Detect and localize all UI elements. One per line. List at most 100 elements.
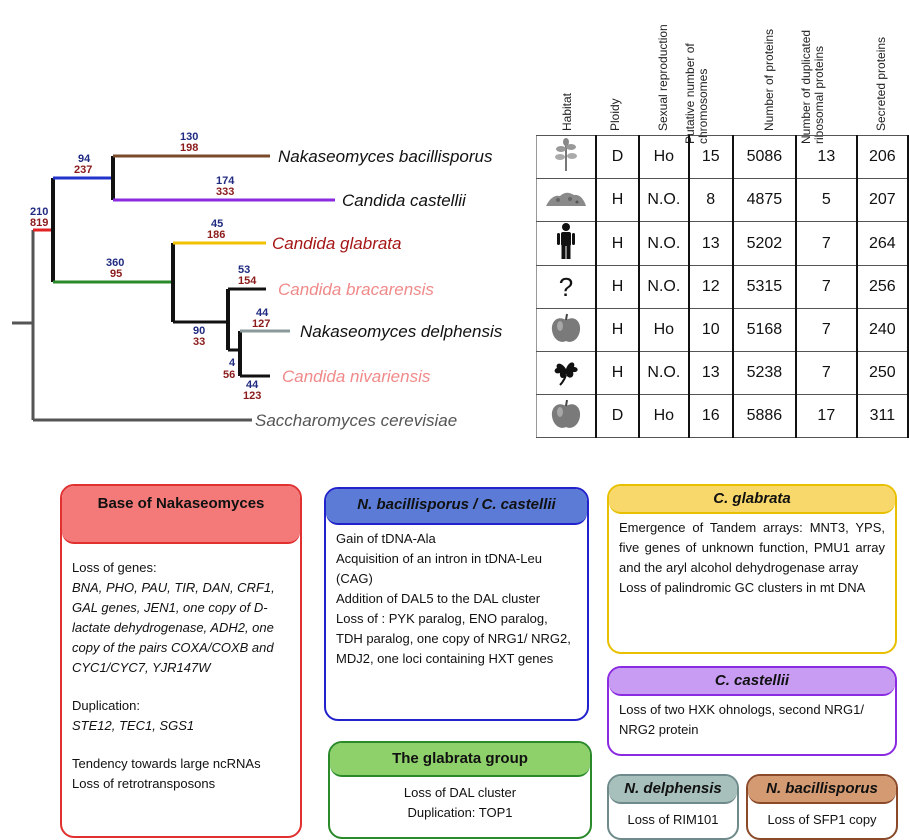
proteins-cell: 5086 [731,135,797,179]
proteins-cell: 5168 [731,308,797,352]
taxon-label: Saccharomyces cerevisiae [255,411,457,430]
secreted-cell: 206 [855,135,909,179]
box-line: Emergence of Tandem arrays: MNT3, YPS, f… [619,520,885,575]
branch-count-red: 127 [252,318,270,330]
branch-count-red: 186 [207,229,225,241]
proteins-cell: 5238 [731,351,797,395]
box-line: Addition of DAL5 to the DAL cluster [336,591,541,606]
apple-icon [551,313,581,342]
ribosomal-cell: 5 [794,178,858,222]
branch-count-blue: 130 [180,131,198,143]
header-secreted: Secreted proteins [874,36,888,131]
habitat-cell [536,135,598,179]
box-line: Loss of genes: [72,560,157,575]
table-row: H Ho 10 5168 7 240 [536,308,909,352]
box-line: Loss of RIM101 [627,812,719,827]
branch-count-red: 198 [180,142,198,154]
chromosomes-cell: 12 [687,265,734,309]
ribosomal-cell: 17 [794,394,858,438]
ribosomal-cell: 7 [794,221,858,266]
branch-count-blue: 44 [246,379,259,391]
table-row: D Ho 15 5086 13 206 [536,135,909,179]
proteins-cell: 5202 [731,221,797,266]
box-line: Loss of : PYK paralog, ENO paralog, TDH … [336,611,571,666]
secreted-cell: 250 [855,351,909,395]
table-row: H N.O. 13 5202 7 264 [536,221,909,266]
traits-table: D Ho 15 5086 13 206 H N.O. 8 4875 5 207 [536,135,909,438]
box-line: Gain of tDNA-Ala [336,531,436,546]
chromosomes-cell: 13 [687,351,734,395]
branch-count-blue: 94 [78,153,91,165]
header-ploidy: Ploidy [608,98,622,131]
header-habitat: Habitat [560,92,574,131]
branch-count-blue: 53 [238,264,250,276]
box-body: Gain of tDNA-Ala Acquisition of an intro… [326,525,587,675]
flower-icon [554,361,578,386]
secreted-cell: 240 [855,308,909,352]
branch-count-blue: 4 [229,357,236,369]
sexual-cell: N.O. [638,351,690,395]
glabrata-group-box: The glabrata group Loss of DAL cluster D… [328,741,592,839]
taxon-label: Candida bracarensis [278,280,434,299]
n-delphensis-box: N. delphensis Loss of RIM101 [607,774,739,840]
box-line: Loss of two HXK ohnologs, second NRG1/ N… [619,702,864,737]
ploidy-cell: H [595,221,641,266]
taxon-label: Nakaseomyces delphensis [300,322,503,341]
box-body: Emergence of Tandem arrays: MNT3, YPS, f… [609,514,895,604]
table-row: D Ho 16 5886 17 311 [536,394,909,438]
sexual-cell: N.O. [638,221,690,266]
box-line: STE12, TEC1, SGS1 [72,718,195,733]
branch-count-blue: 210 [30,206,48,218]
habitat-cell: ? [536,265,598,309]
sexual-cell: Ho [638,135,690,179]
secreted-cell: 256 [855,265,909,309]
branch-count-blue: 45 [211,218,223,230]
base-nakaseomyces-box: Base of Nakaseomyces Loss of genes: BNA,… [60,484,302,838]
branch-count-red: 56 [223,369,235,381]
phylogenetic-tree: Nakaseomyces bacillisporus Candida caste… [12,131,503,430]
header-proteins: Number of proteins [762,28,776,131]
box-line: Duplication: TOP1 [407,805,513,820]
header-line: ribosomal proteins [812,45,826,144]
taxon-label: Nakaseomyces bacillisporus [278,147,493,166]
secreted-cell: 264 [855,221,909,266]
habitat-cell [536,351,598,395]
header-sexual-reproduction: Sexual reproduction [656,24,670,131]
box-body: Loss of two HXK ohnologs, second NRG1/ N… [609,696,895,746]
ploidy-cell: H [595,308,641,352]
taxon-label: Candida castellii [342,191,467,210]
n-bacillisporus-box: N. bacillisporus Loss of SFP1 copy [746,774,898,840]
branch-count-red: 154 [238,275,257,287]
box-line: Loss of palindromic GC clusters in mt DN… [619,580,866,595]
box-line: Loss of SFP1 copy [767,812,877,827]
header-line: Putative number of [683,43,697,144]
box-line: Loss of retrotransposons [72,776,216,791]
ploidy-cell: H [595,178,641,222]
chromosomes-cell: 10 [687,308,734,352]
ribosomal-cell: 13 [794,135,858,179]
proteins-cell: 4875 [731,178,797,222]
box-line: Loss of DAL cluster [403,785,517,800]
header-line: chromosomes [696,68,710,144]
box-title: C. castellii [609,668,895,696]
chromosomes-cell: 8 [687,178,734,222]
branch-count-red: 123 [243,390,261,402]
box-body: Loss of RIM101 [609,804,737,836]
branch-count-blue: 44 [256,307,269,319]
habitat-cell [536,308,598,352]
branch-count-red: 237 [74,164,92,176]
ribosomal-cell: 7 [794,308,858,352]
branch-count-red: 333 [216,186,234,198]
ploidy-cell: D [595,394,641,438]
habitat-cell [536,221,598,266]
c-castellii-box: C. castellii Loss of two HXK ohnologs, s… [607,666,897,756]
taxon-label: Candida glabrata [272,234,401,253]
box-body: Loss of SFP1 copy [748,804,896,836]
taxon-label: Candida nivariensis [282,367,431,386]
apple-icon [551,399,581,428]
sexual-cell: Ho [638,308,690,352]
ploidy-cell: H [595,351,641,395]
c-glabrata-box: C. glabrata Emergence of Tandem arrays: … [607,484,897,654]
